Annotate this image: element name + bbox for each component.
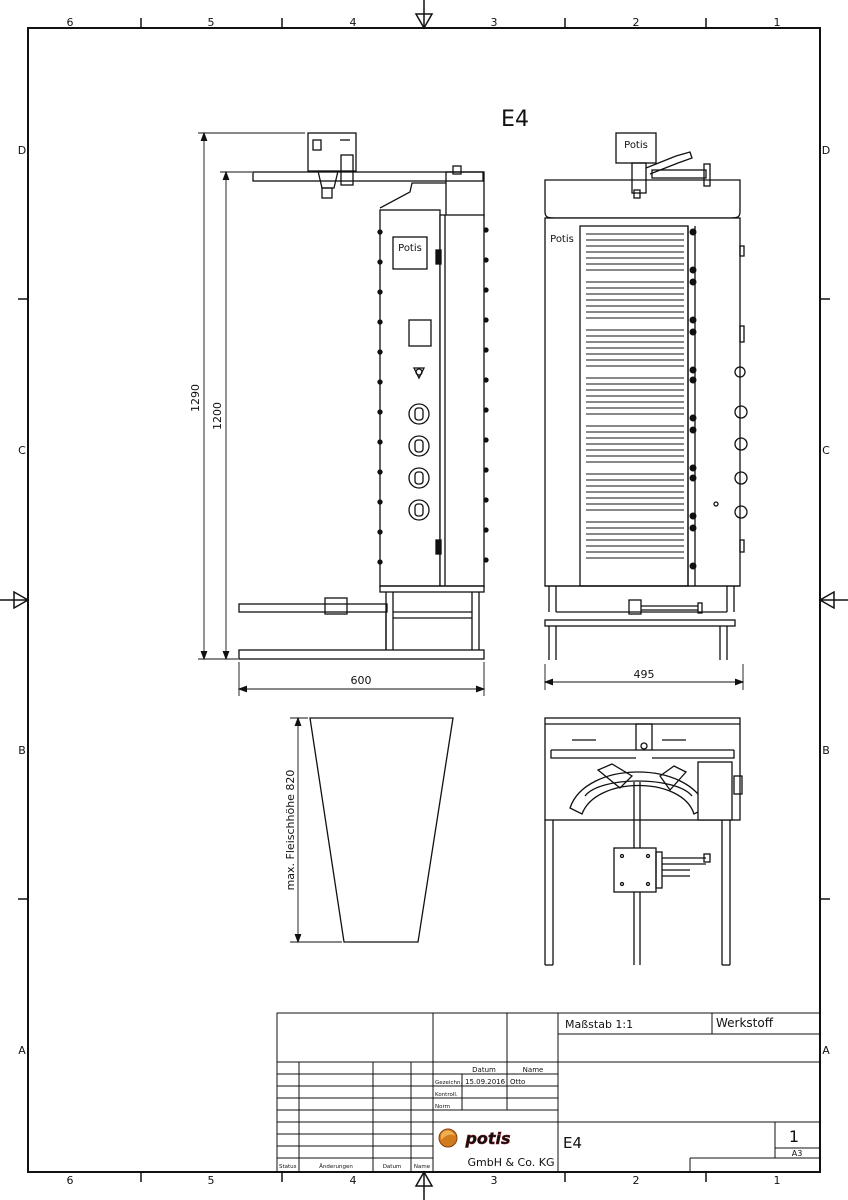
grid-ticks xyxy=(18,18,830,1182)
checked-label: Kontroll. xyxy=(435,1092,458,1098)
col-label-bottom: 2 xyxy=(633,1174,640,1187)
title-block xyxy=(276,1012,821,1173)
row-label-right: C xyxy=(822,444,830,457)
col-label-bottom: 1 xyxy=(774,1174,781,1187)
sheet-number: 1 xyxy=(789,1127,799,1146)
row-label-left: A xyxy=(18,1044,26,1057)
top-view xyxy=(544,717,743,966)
drawing-name: E4 xyxy=(563,1134,582,1152)
col-label-bottom: 5 xyxy=(208,1174,215,1187)
company-logo: potis xyxy=(438,1128,511,1148)
front-brand-label: Potis xyxy=(550,234,574,245)
col-label-top: 2 xyxy=(633,16,640,29)
side-brand-label: Potis xyxy=(398,243,422,254)
dim-height-inner: 1200 xyxy=(211,402,224,430)
title-block-text: Maßstab 1:1 Werkstoff Datum Name Gezeich… xyxy=(279,1016,802,1170)
row-label-left: B xyxy=(18,744,26,757)
col-label-top: 4 xyxy=(350,16,357,29)
drawn-name: Otto xyxy=(510,1078,525,1086)
row-label-right: A xyxy=(822,1044,830,1057)
date-label: Datum xyxy=(383,1164,402,1170)
company-logo-text: potis xyxy=(464,1129,510,1148)
date-header: Datum xyxy=(472,1066,496,1074)
dim-width-side: 600 xyxy=(351,674,372,687)
meat-cone xyxy=(290,716,454,944)
drawn-date: 15.09.2016 xyxy=(465,1078,506,1086)
front-view xyxy=(544,132,748,660)
row-label-left: D xyxy=(18,144,26,157)
status-label: Status xyxy=(279,1164,297,1170)
name-header: Name xyxy=(523,1066,544,1074)
front-brand-label-top: Potis xyxy=(624,140,648,151)
changes-label: Änderungen xyxy=(319,1163,353,1170)
dim-meat-height: max. Fleischhöhe 820 xyxy=(284,770,297,891)
col-label-bottom: 6 xyxy=(67,1174,74,1187)
col-label-top: 1 xyxy=(774,16,781,29)
col-label-top: 6 xyxy=(67,16,74,29)
side-dimensions xyxy=(198,131,486,696)
front-dimensions xyxy=(543,664,745,690)
heater-coils xyxy=(586,233,684,559)
drawing-title: E4 xyxy=(501,107,529,132)
col-label-bottom: 3 xyxy=(491,1174,498,1187)
row-label-left: C xyxy=(18,444,26,457)
scale-label: Maßstab 1:1 xyxy=(565,1018,633,1031)
col-label-top: 3 xyxy=(491,16,498,29)
row-label-right: B xyxy=(822,744,830,757)
row-label-right: D xyxy=(822,144,830,157)
company-name: GmbH & Co. KG xyxy=(467,1156,554,1169)
side-view xyxy=(238,132,489,660)
side-brand-plate xyxy=(392,236,428,270)
name-label: Name xyxy=(414,1164,431,1170)
col-label-top: 5 xyxy=(208,16,215,29)
sheet-format: A3 xyxy=(792,1149,803,1158)
norm-label: Norm xyxy=(435,1104,450,1110)
dim-height-total: 1290 xyxy=(189,384,202,412)
material-label: Werkstoff xyxy=(716,1016,774,1030)
dim-width-front: 495 xyxy=(634,668,655,681)
drawn-label: Gezeichn. xyxy=(435,1080,462,1086)
col-label-bottom: 4 xyxy=(350,1174,357,1187)
